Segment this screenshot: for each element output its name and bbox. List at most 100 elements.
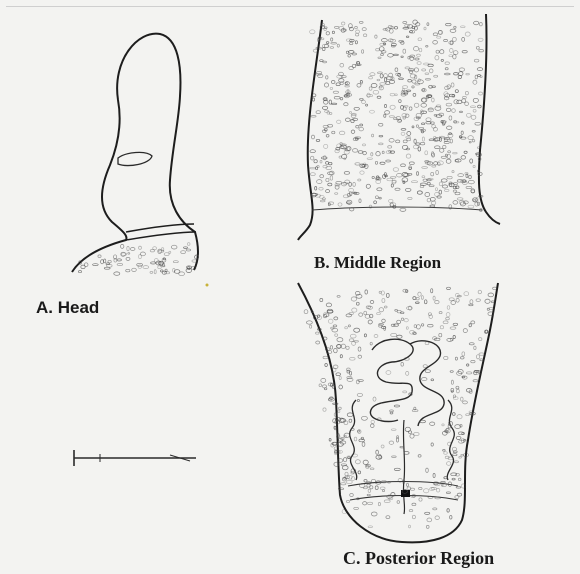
stipple-dot: [433, 296, 435, 300]
stipple-dot: [444, 141, 449, 143]
stipple-dot: [395, 188, 400, 190]
stipple-dot: [467, 113, 472, 117]
stipple-dot: [454, 100, 458, 104]
stipple-dot: [363, 34, 366, 37]
stipple-dot: [121, 253, 126, 256]
stipple-dot: [402, 145, 407, 149]
stipple-dot: [377, 96, 381, 98]
stipple-dot: [321, 378, 326, 382]
stipple-dot: [373, 397, 376, 401]
stipple-dot: [139, 246, 142, 249]
stipple-dot: [350, 334, 356, 338]
stipple-dot: [323, 385, 327, 388]
stipple-dot: [334, 348, 338, 352]
stipple-dot: [387, 178, 393, 181]
stipple-dot: [403, 140, 407, 143]
stipple-dot: [445, 68, 448, 70]
stipple-dot: [471, 360, 475, 362]
stipple-dot: [412, 86, 414, 88]
stipple-dot: [468, 205, 474, 208]
stipple-dot: [429, 139, 434, 141]
stipple-dot: [390, 412, 393, 414]
stipple-dot: [427, 518, 432, 522]
stipple-dot: [452, 478, 455, 480]
stipple-dot: [444, 39, 448, 41]
stipple-dot: [452, 447, 456, 451]
stipple-dot: [181, 251, 186, 254]
stipple-dot: [371, 512, 377, 516]
stipple-dot: [473, 109, 476, 112]
stipple-dot: [426, 468, 429, 472]
stipple-dot: [453, 395, 455, 398]
stipple-dot: [465, 91, 468, 95]
stipple-dot: [319, 384, 322, 387]
stipple-dot: [436, 188, 438, 191]
stipple-dot: [435, 300, 439, 303]
stipple-dot: [466, 372, 472, 374]
stipple-dot: [367, 494, 370, 496]
stipple-dot: [114, 272, 120, 275]
stipple-dot: [371, 424, 375, 428]
stipple-dot: [453, 335, 455, 338]
stipple-dot: [454, 26, 456, 28]
stipple-dot: [355, 41, 357, 44]
stipple-dot: [388, 39, 393, 42]
stipple-dot: [324, 83, 328, 87]
stipple-dot: [315, 187, 317, 191]
stipple-dot: [380, 74, 383, 78]
stipple-dot: [463, 401, 468, 404]
stipple-dot: [323, 408, 326, 411]
stipple-dot: [424, 300, 427, 304]
stipple-dot: [343, 458, 346, 462]
stipple-dot: [311, 156, 314, 160]
stipple-dot: [359, 313, 363, 316]
stipple-dot: [448, 133, 453, 137]
stipple-dot: [478, 105, 482, 108]
stipple-dot: [409, 70, 413, 73]
stipple-dot: [462, 96, 466, 98]
stipple-dot: [470, 159, 473, 163]
stipple-dot: [425, 151, 428, 155]
stipple-dot: [479, 50, 484, 52]
stipple-dot: [447, 462, 451, 466]
stipple-dot: [460, 111, 463, 113]
stipple-dot: [358, 151, 363, 154]
stipple-dot: [329, 438, 331, 441]
middle-bottom-band: [312, 207, 482, 210]
stipple-dot: [476, 355, 479, 359]
stipple-dot: [307, 321, 313, 324]
stipple-dot: [405, 67, 410, 69]
stipple-dot: [447, 176, 452, 179]
stipple-dot: [433, 508, 437, 510]
stipple-dot: [186, 249, 191, 251]
stipple-dot: [333, 91, 338, 93]
stipple-dot: [401, 132, 405, 135]
stipple-dot: [472, 131, 475, 133]
stipple-dot: [330, 346, 332, 350]
stipple-dot: [380, 487, 385, 490]
stipple-dot: [330, 87, 333, 89]
stipple-dot: [439, 312, 442, 314]
posterior-region-drawing: [298, 283, 498, 542]
stipple-dot: [323, 61, 327, 63]
head-neck-band: [126, 224, 196, 240]
stipple-dot: [371, 153, 373, 156]
stipple-dot: [442, 185, 447, 188]
stipple-dot: [425, 73, 429, 75]
stipple-dot: [424, 489, 429, 493]
stipple-dot: [344, 421, 348, 425]
stipple-dot: [466, 73, 470, 75]
stipple-dot: [433, 41, 438, 45]
middle-region-drawing: [298, 14, 500, 240]
stipple-dot: [316, 139, 320, 141]
stipple-dot: [347, 370, 350, 373]
stipple-dot: [395, 94, 397, 96]
stipple-dot: [346, 346, 349, 349]
stipple-dot: [357, 393, 362, 396]
stipple-dot: [436, 488, 439, 492]
stipple-dot: [407, 483, 409, 486]
stipple-dot: [480, 359, 483, 361]
stipple-dot: [332, 31, 334, 34]
stipple-dot: [355, 33, 358, 36]
stipple-dot: [449, 116, 452, 120]
